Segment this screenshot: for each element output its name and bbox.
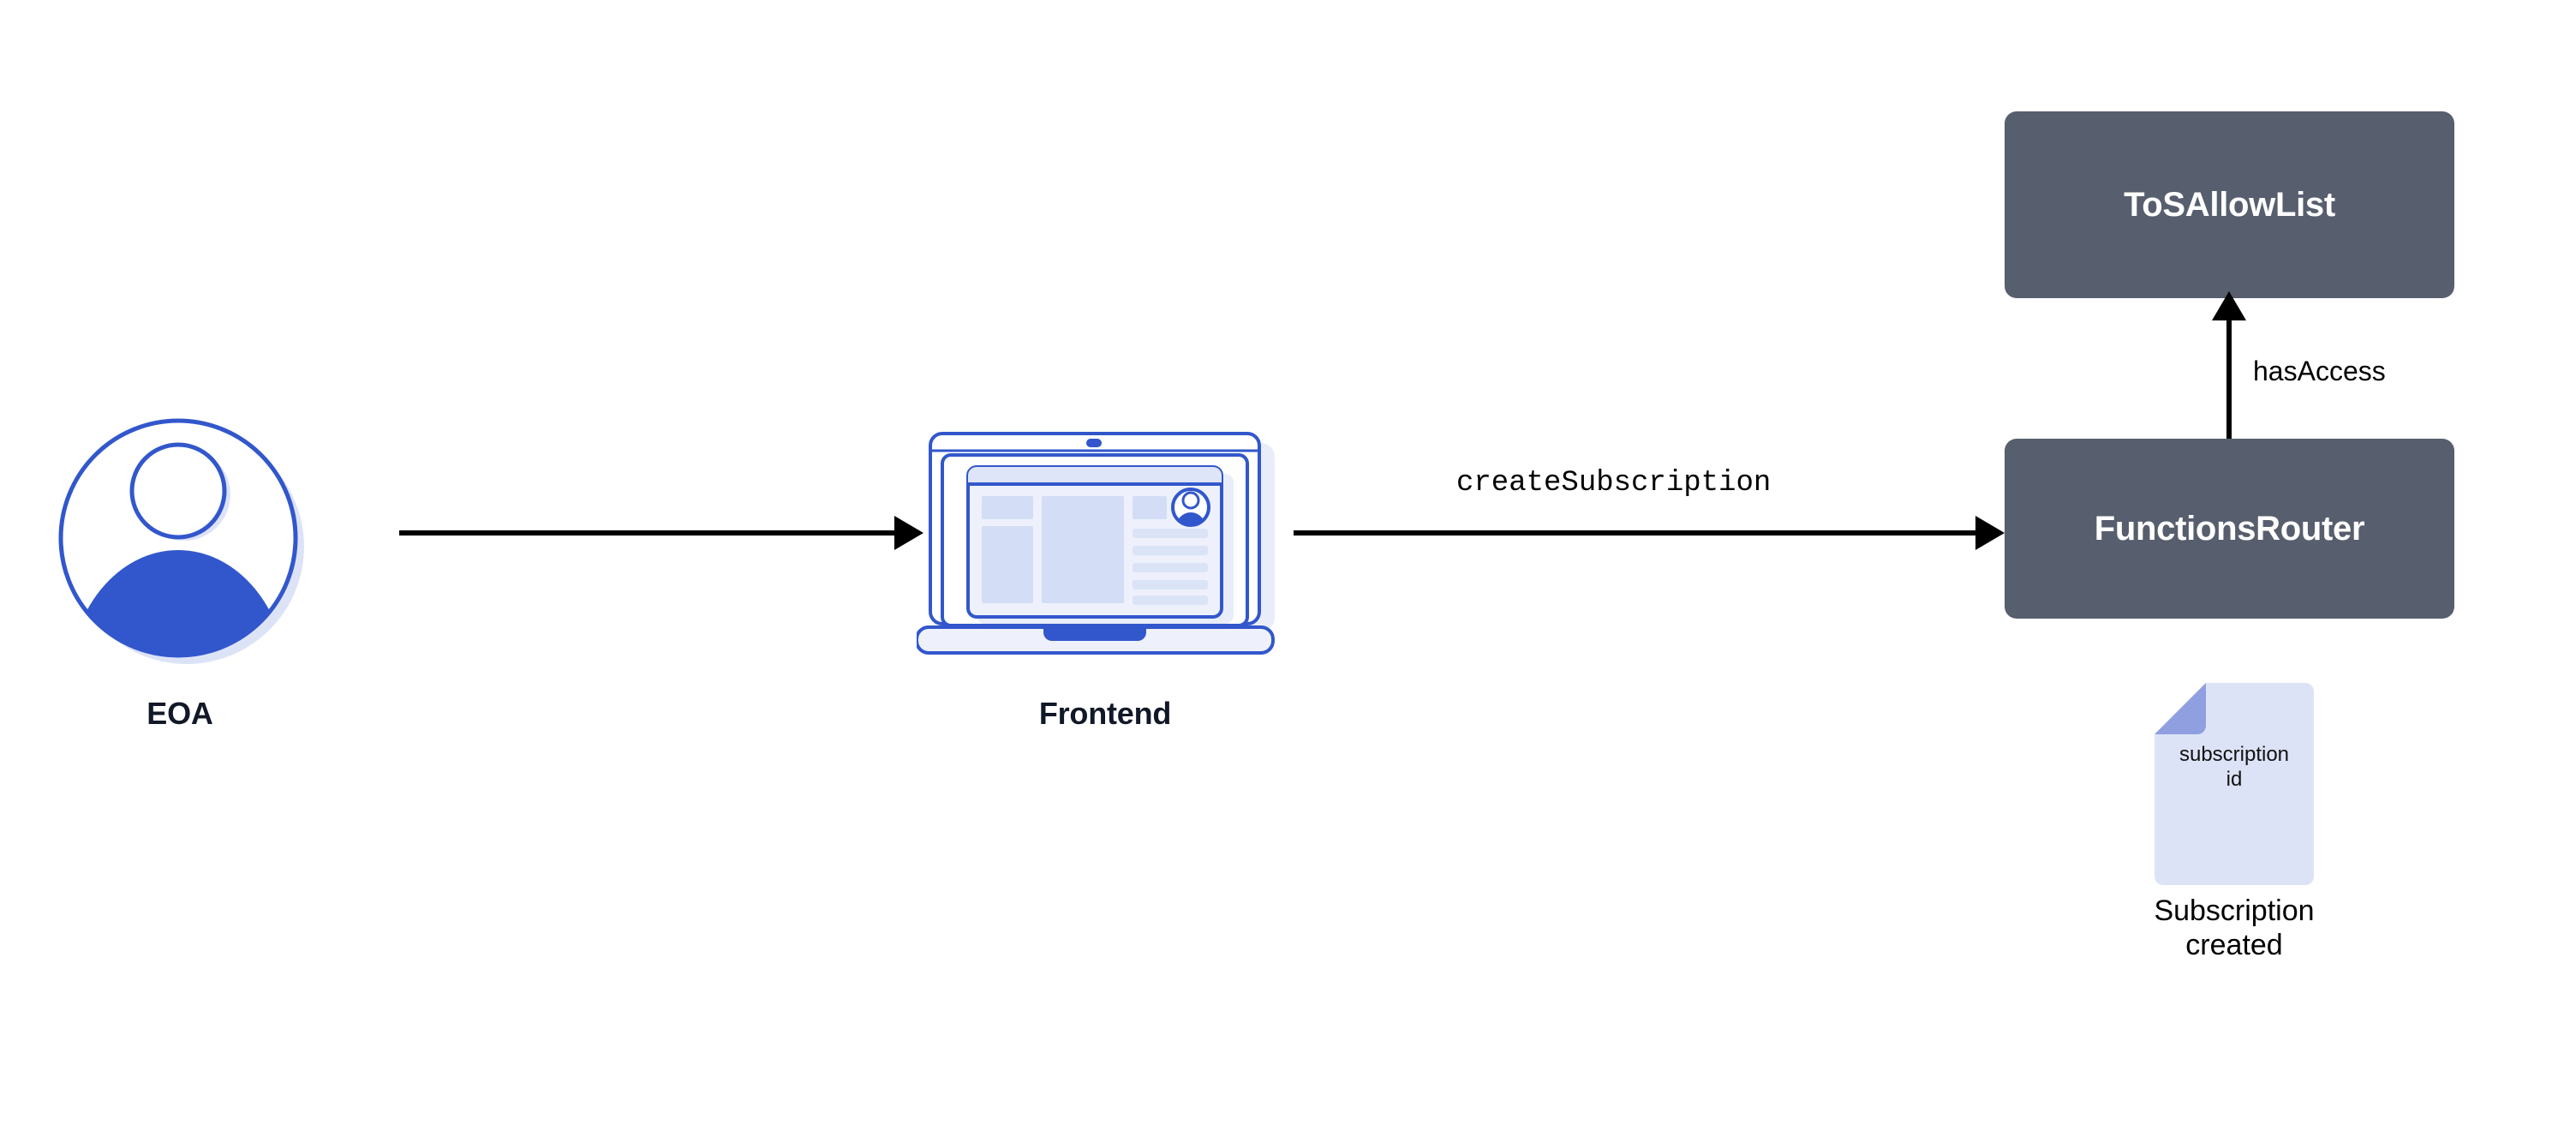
edge-label-has-access: hasAccess [2253,356,2386,386]
document-icon [2155,683,2314,885]
user-avatar-icon [58,418,304,664]
node-eoa[interactable] [51,411,308,668]
node-tos-allow-list[interactable]: ToSAllowList [2005,111,2454,298]
arrow-router-to-tos [2212,291,2246,440]
document-inner-text: subscription id [2179,743,2290,791]
edge-label-create-subscription: createSubscription [1456,467,1772,500]
node-frontend[interactable] [915,424,1294,673]
laptop-icon [915,432,1275,655]
node-functions-router-label: FunctionsRouter [2094,509,2365,548]
screen-user-avatar-icon [1171,488,1210,527]
node-subscription-doc[interactable]: subscription id [2153,681,2316,887]
node-subscription-doc-caption: Subscription created [2154,895,2315,962]
arrow-eoa-to-frontend [399,516,923,550]
node-frontend-caption: Frontend [1038,696,1172,731]
arrow-frontend-to-router [1294,516,2005,550]
node-tos-allow-list-label: ToSAllowList [2124,185,2335,224]
node-functions-router[interactable]: FunctionsRouter [2005,439,2454,619]
node-eoa-caption: EOA [146,696,213,731]
